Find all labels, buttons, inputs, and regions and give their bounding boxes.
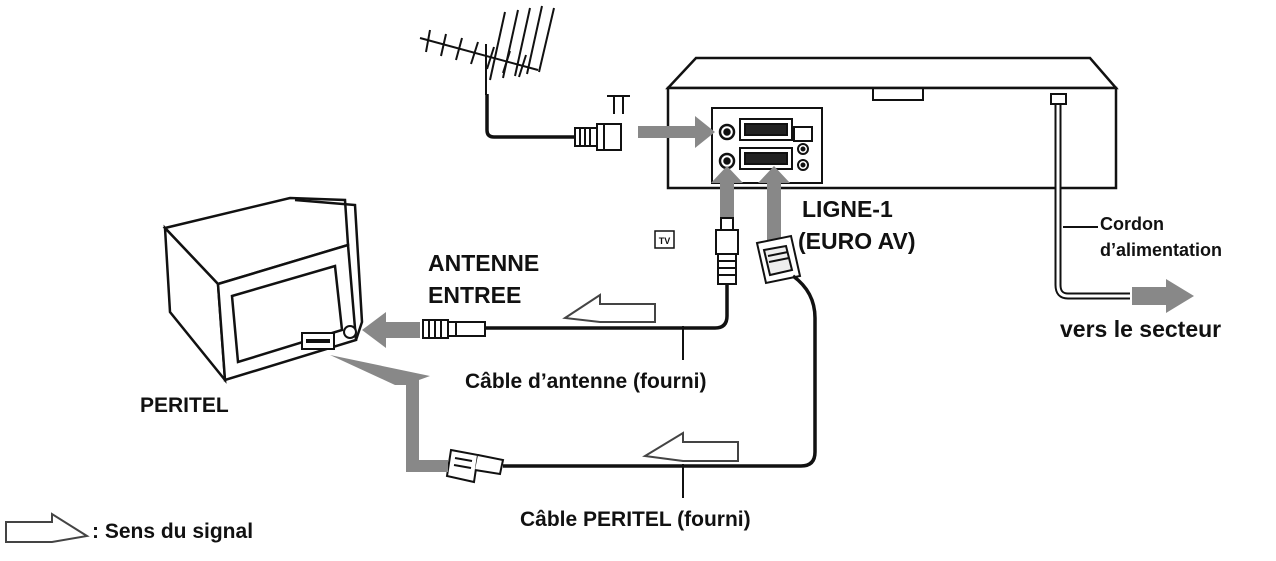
aerial-input-arrow <box>638 116 715 148</box>
euro-av-label: (EURO AV) <box>798 228 916 254</box>
signal-direction-arrow-icon <box>562 293 656 323</box>
antenna-icon <box>419 5 555 95</box>
vcr-unit <box>665 56 1119 190</box>
legend-label: : Sens du signal <box>92 520 254 543</box>
tv-scart-plug-icon <box>445 448 505 484</box>
tv-rf-plug-icon <box>422 319 486 339</box>
tv-aerial-socket <box>343 325 357 339</box>
alimentation-label: d’alimentation <box>1100 240 1223 260</box>
aerial-symbol-icon <box>607 95 630 114</box>
mains-arrow-icon <box>1132 279 1194 313</box>
entree-label: ENTREE <box>428 282 522 308</box>
cordon-label: Cordon <box>1100 214 1164 234</box>
antenna-sockets <box>718 123 736 170</box>
ligne-label: LIGNE-1 <box>802 196 893 222</box>
tv-symbol-label: TV <box>659 236 671 246</box>
cable-peritel-label: Câble PERITEL (fourni) <box>520 508 751 531</box>
cable-antenne-label: Câble d’antenne (fourni) <box>465 370 707 393</box>
secteur-label: vers le secteur <box>1060 316 1222 342</box>
tv-symbol-icon: TV <box>654 230 675 249</box>
peritel-label: PERITEL <box>140 394 229 417</box>
scart-sockets <box>739 118 793 170</box>
television <box>162 196 364 384</box>
legend-arrow-icon <box>5 512 90 543</box>
vcr-rf-plug-icon <box>715 217 739 285</box>
antenne-label: ANTENNE <box>428 250 540 276</box>
vcr-scart-plug-icon <box>755 234 802 285</box>
antenna-plug-icon <box>574 123 622 151</box>
